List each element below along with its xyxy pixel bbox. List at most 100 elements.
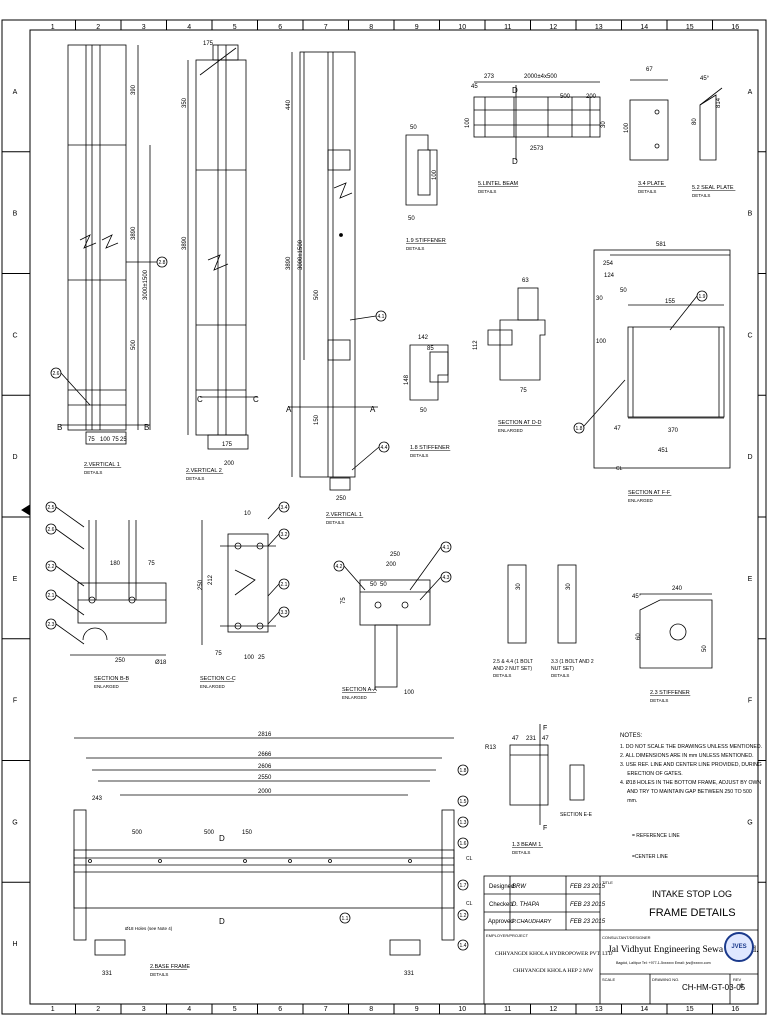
leader xyxy=(267,611,280,625)
vertical1-title: 2.VERTICAL 1 xyxy=(84,462,120,468)
center-line-mark: CL xyxy=(616,466,623,472)
dim: 63 xyxy=(522,278,529,284)
callout-base-1.3: 1.3 xyxy=(460,820,467,826)
dim: 500 xyxy=(131,339,137,350)
dim: 250 xyxy=(390,552,401,558)
note-2: 2. ALL DIMENSIONS ARE IN mm UNLESS MENTI… xyxy=(620,753,754,759)
leader xyxy=(419,576,442,601)
bolt-hole xyxy=(158,859,162,863)
sheet-border xyxy=(1,19,767,1015)
base-plate xyxy=(85,431,127,445)
bolt-hole xyxy=(339,233,343,237)
title-label: TITLE xyxy=(602,880,613,885)
company-logo-text: JVES xyxy=(731,944,747,950)
dim: 47 xyxy=(542,736,549,742)
dim: 3890 xyxy=(182,236,188,250)
zone-col-top-11: 11 xyxy=(504,24,511,31)
stiffener-1-8-subtitle: DETAILS xyxy=(410,453,428,458)
callout-b-2.2: 2.2 xyxy=(48,564,55,570)
title-block-date-2: FEB 23 2015 xyxy=(570,902,606,908)
title-block-name-3: P.CHAUDHARY xyxy=(512,919,552,925)
dim: 2666 xyxy=(258,752,272,758)
dim: 50 xyxy=(420,408,427,414)
angle-line xyxy=(699,87,723,106)
stiffener-1-8-outline xyxy=(409,344,449,401)
vertical1r-subtitle: DETAILS xyxy=(326,520,344,525)
seal-plate-outline xyxy=(699,94,717,161)
leader xyxy=(409,546,442,591)
beam-1-3-title: 1.3 BEAM 1 xyxy=(512,842,541,848)
lintel-title: 5.LINTEL BEAM xyxy=(478,181,519,187)
zone-col-bottom-15: 15 xyxy=(686,1006,694,1013)
notes-title: NOTES: xyxy=(620,733,643,739)
callout-base-1.2: 1.2 xyxy=(460,913,467,919)
plate xyxy=(327,339,351,361)
dim: 30 xyxy=(516,583,522,590)
centerline-mark: CL xyxy=(466,901,473,907)
zone-row-right-D: D xyxy=(747,454,752,461)
zone-col-bottom-6: 6 xyxy=(278,1006,282,1013)
centerline-mark: CL xyxy=(466,856,473,862)
callout-c-3.4: 3.4 xyxy=(281,505,288,511)
callout-base-1.4: 1.4 xyxy=(460,943,467,949)
foot-left xyxy=(94,939,126,956)
section-b-title: SECTION B-B xyxy=(94,676,129,682)
upper-web xyxy=(517,287,539,321)
plate-3-4-outline xyxy=(629,99,669,161)
dim: 30 xyxy=(596,296,603,302)
callout-2-8: 2.8 xyxy=(159,260,166,266)
top-cap xyxy=(212,44,239,61)
leader xyxy=(349,315,377,321)
bolt-1 xyxy=(507,564,527,644)
bolt xyxy=(256,622,264,630)
title-block-role-1: Designed xyxy=(489,884,515,890)
legend-reference-line: = REFERENCE LINE xyxy=(632,833,680,839)
section-d-outline xyxy=(499,319,546,381)
dim: 100 xyxy=(596,339,607,345)
section-e-title: SECTION E-E xyxy=(560,812,593,818)
section-mark: C xyxy=(253,395,259,404)
dim: 25 xyxy=(120,437,127,443)
section-b-outline xyxy=(77,582,167,624)
dim: 142 xyxy=(418,335,429,341)
note-3b: ERECTION OF GATES. xyxy=(620,771,683,777)
dim: R13 xyxy=(485,745,497,751)
leader xyxy=(669,295,698,331)
zone-col-bottom-10: 10 xyxy=(458,1006,466,1013)
beam-1-3-subtitle: DETAILS xyxy=(512,850,530,855)
bolt-2 xyxy=(557,564,577,644)
dim: 50 xyxy=(408,216,415,222)
note-4c: mm. xyxy=(620,798,638,804)
dim: 2573 xyxy=(530,146,544,152)
zone-col-bottom-14: 14 xyxy=(640,1006,648,1013)
stiffener-1-8-title: 1.8 STIFFENER xyxy=(410,445,450,451)
base-frame-title: 2.BASE FRAME xyxy=(150,964,190,970)
zone-col-top-8: 8 xyxy=(369,24,373,31)
callout-base-1.5: 1.5 xyxy=(460,799,467,805)
consultant-name: Jal Vidhyut Engineering Sewa Pvt. Ltd. xyxy=(608,945,759,955)
dim: 2000±4x500 xyxy=(524,74,558,80)
callout-b-2.5: 2.5 xyxy=(48,505,55,511)
callout-base-1.6: 1.6 xyxy=(460,841,467,847)
callout-a-4-1: 4.1 xyxy=(443,545,450,551)
dim: 175 xyxy=(222,442,233,448)
company-logo: JVES xyxy=(724,932,754,962)
stiffener-1-9-title: 1.9 STIFFENER xyxy=(406,238,446,244)
dim: 231 xyxy=(526,736,537,742)
dim: 180 xyxy=(110,561,121,567)
callout-1-9: 1.9 xyxy=(699,294,706,300)
dim: 75 xyxy=(88,437,95,443)
leader xyxy=(55,528,85,550)
dim: 80 xyxy=(692,118,698,125)
section-e-ibeam xyxy=(569,764,585,801)
zone-col-bottom-7: 7 xyxy=(324,1006,328,1013)
dim: 75 xyxy=(215,651,222,657)
callout-base-1.6-bubble xyxy=(457,837,469,849)
diagonal xyxy=(199,47,237,76)
dim: 200 xyxy=(224,461,235,467)
vertical2-subtitle: DETAILS xyxy=(186,476,204,481)
callout-1-8-bubble xyxy=(573,422,585,434)
title-block-name-1: BRW xyxy=(512,884,526,890)
dim: 500 xyxy=(132,830,143,836)
